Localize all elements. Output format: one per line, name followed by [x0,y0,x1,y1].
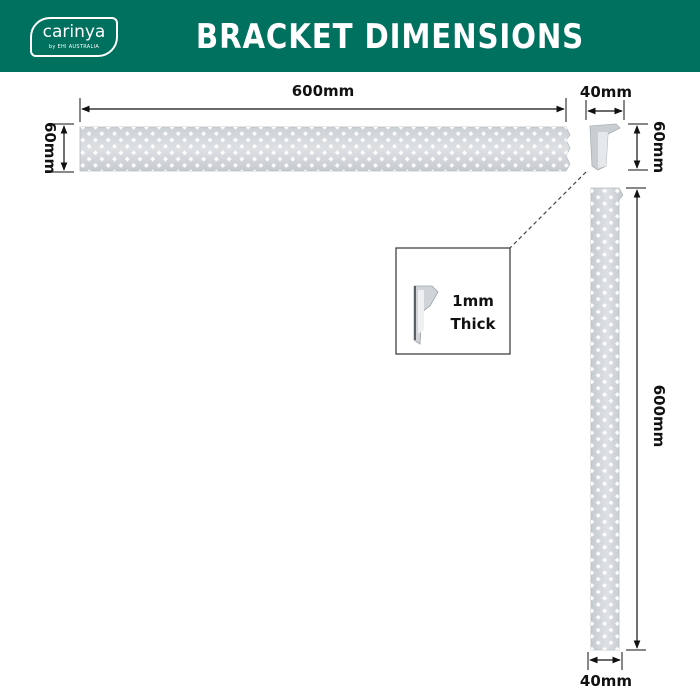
thickness-callout: 1mm Thick [395,247,511,355]
brand-logo-name: carinya [42,22,106,42]
vertical-bracket [590,187,624,651]
horizontal-bracket [79,126,571,172]
dim-vertical-length: 600mm [626,187,668,651]
dim-vertical-length-label: 600mm [650,385,668,448]
dim-vertical-width-label: 40mm [580,672,632,690]
callout-line-1: 1mm [452,292,494,310]
dim-horizontal-length: 600mm [79,82,567,122]
dim-horizontal-width: 60mm [41,122,74,174]
header-banner: carinya by EHI AUSTRALIA BRACKET DIMENSI… [0,0,700,72]
thickness-detail-image [413,285,439,345]
angle-profile [589,123,621,171]
dim-profile-height-label: 60mm [650,121,668,173]
dim-profile-width: 40mm [580,83,632,120]
brand-logo: carinya by EHI AUSTRALIA [30,17,118,57]
callout-leader [509,171,587,249]
callout-line-2: Thick [451,315,497,333]
dim-horizontal-length-label: 600mm [292,82,355,100]
dim-horizontal-width-label: 60mm [41,122,59,174]
page-title: BRACKET DIMENSIONS [195,17,585,57]
dim-vertical-width: 40mm [580,652,632,690]
dim-profile-height: 60mm [628,121,668,173]
dim-profile-width-label: 40mm [580,83,632,101]
brand-logo-tagline: by EHI AUSTRALIA [48,44,100,50]
